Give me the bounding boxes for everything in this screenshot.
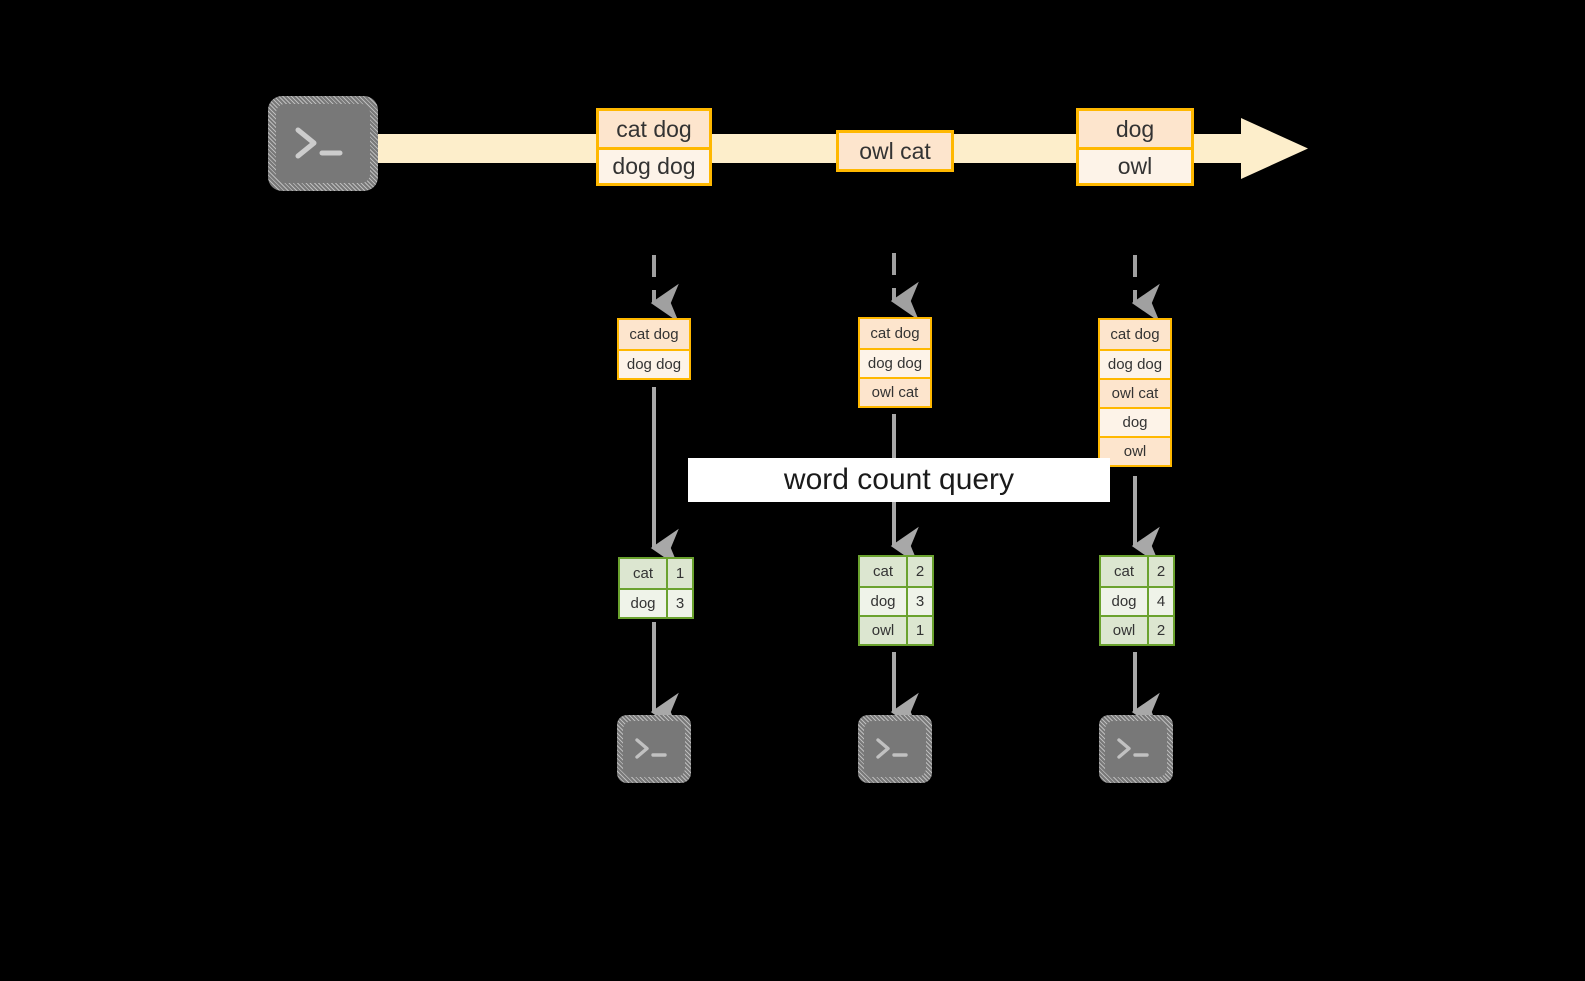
terminal-prompt-icon bbox=[268, 96, 378, 191]
result-row: dog 3 bbox=[860, 586, 932, 615]
result-table-2: cat 2 dog 3 owl 1 bbox=[858, 555, 934, 646]
query-label: word count query bbox=[688, 458, 1110, 502]
stream-record-1: cat dog dog dog bbox=[596, 108, 712, 186]
batch-line: cat dog bbox=[1100, 320, 1170, 349]
stream-record-line: owl bbox=[1079, 147, 1191, 183]
result-row: owl 2 bbox=[1101, 615, 1173, 644]
batch-line: owl cat bbox=[860, 377, 930, 406]
result-count: 1 bbox=[906, 617, 932, 644]
result-count: 1 bbox=[666, 559, 692, 588]
terminal-prompt-icon bbox=[617, 715, 691, 783]
result-count: 3 bbox=[666, 590, 692, 617]
result-row: cat 2 bbox=[1101, 557, 1173, 586]
batch-line: dog dog bbox=[1100, 349, 1170, 378]
sink-terminal-icon-1[interactable] bbox=[617, 715, 691, 783]
stream-record-line: dog dog bbox=[599, 147, 709, 183]
result-row: owl 1 bbox=[860, 615, 932, 644]
sink-terminal-icon-2[interactable] bbox=[858, 715, 932, 783]
result-word: owl bbox=[860, 617, 906, 644]
query-label-text: word count query bbox=[783, 463, 1015, 496]
terminal-prompt-icon bbox=[1099, 715, 1173, 783]
batch-line: owl bbox=[1100, 436, 1170, 465]
result-count: 2 bbox=[1147, 617, 1173, 644]
batch-box-1: cat dog dog dog bbox=[617, 318, 691, 380]
dashed-stream-to-batch-arrows bbox=[650, 253, 1160, 323]
terminal-body bbox=[1105, 721, 1167, 777]
terminal-prompt-icon bbox=[858, 715, 932, 783]
batch-line: dog dog bbox=[619, 349, 689, 378]
batch-line: dog bbox=[1100, 407, 1170, 436]
terminal-body bbox=[623, 721, 685, 777]
stream-record-3: dog owl bbox=[1076, 108, 1194, 186]
batch-box-2: cat dog dog dog owl cat bbox=[858, 317, 932, 408]
stream-record-line: owl cat bbox=[839, 133, 951, 169]
result-count: 2 bbox=[1147, 557, 1173, 586]
result-word: dog bbox=[860, 588, 906, 615]
batch-line: owl cat bbox=[1100, 378, 1170, 407]
source-terminal-icon[interactable] bbox=[268, 96, 378, 191]
batch-box-3: cat dog dog dog owl cat dog owl bbox=[1098, 318, 1172, 467]
batch-line: cat dog bbox=[860, 319, 930, 348]
terminal-body bbox=[276, 104, 370, 183]
result-row: dog 3 bbox=[620, 588, 692, 617]
result-word: owl bbox=[1101, 617, 1147, 644]
result-word: dog bbox=[620, 590, 666, 617]
batch-line: dog dog bbox=[860, 348, 930, 377]
result-count: 3 bbox=[906, 588, 932, 615]
result-word: dog bbox=[1101, 588, 1147, 615]
result-row: cat 2 bbox=[860, 557, 932, 586]
result-word: cat bbox=[860, 557, 906, 586]
terminal-body bbox=[864, 721, 926, 777]
stream-record-line: dog bbox=[1079, 111, 1191, 147]
result-count: 2 bbox=[906, 557, 932, 586]
batch-line: cat dog bbox=[619, 320, 689, 349]
stream-record-line: cat dog bbox=[599, 111, 709, 147]
result-word: cat bbox=[1101, 557, 1147, 586]
result-row: dog 4 bbox=[1101, 586, 1173, 615]
result-table-1: cat 1 dog 3 bbox=[618, 557, 694, 619]
result-word: cat bbox=[620, 559, 666, 588]
result-count: 4 bbox=[1147, 588, 1173, 615]
stream-record-2: owl cat bbox=[836, 130, 954, 172]
result-row: cat 1 bbox=[620, 559, 692, 588]
sink-terminal-icon-3[interactable] bbox=[1099, 715, 1173, 783]
result-to-sink-arrows bbox=[650, 622, 1160, 732]
result-table-3: cat 2 dog 4 owl 2 bbox=[1099, 555, 1175, 646]
